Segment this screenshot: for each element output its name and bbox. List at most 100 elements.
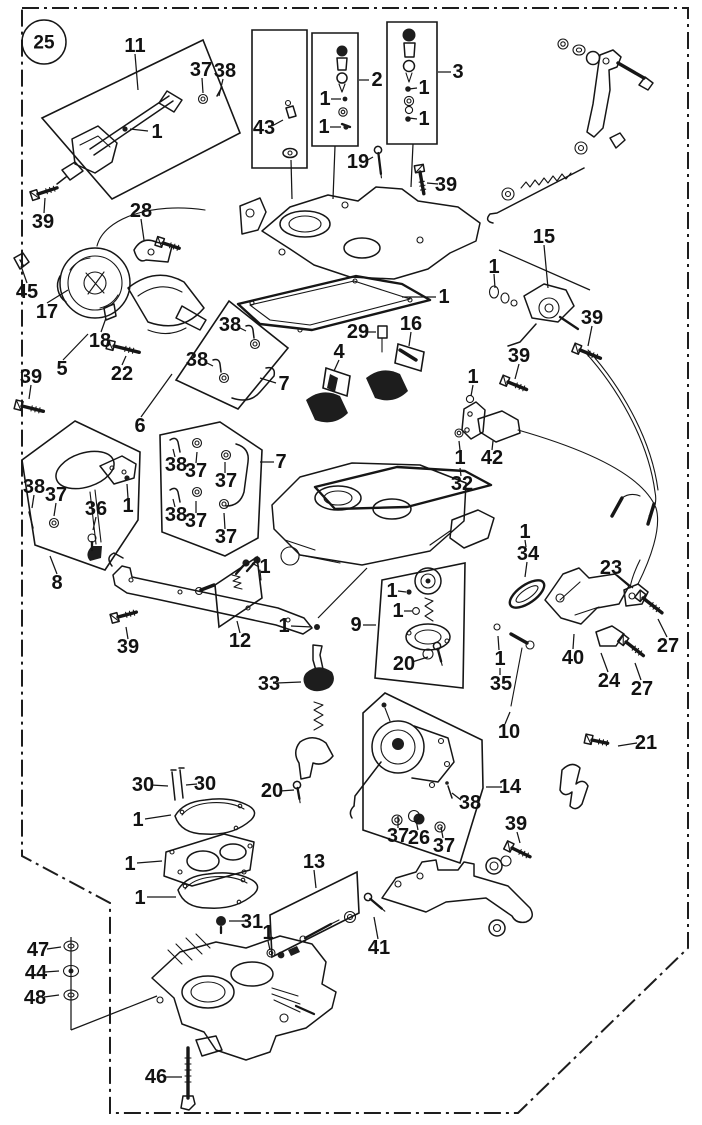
part-number-label: 39 — [32, 211, 54, 233]
part-number-label: 39 — [20, 366, 42, 388]
part-number-label: 3 — [452, 61, 463, 83]
part-number-label: 37 — [185, 510, 207, 532]
screw-icon — [363, 892, 386, 912]
leader-line — [290, 625, 313, 628]
leader-line — [121, 355, 127, 366]
part-number-label: 10 — [498, 721, 520, 743]
rod-kit-a-sketch — [212, 324, 276, 401]
leader-line — [617, 742, 638, 747]
connector-line — [317, 567, 368, 619]
part-number-label: 34 — [517, 543, 540, 565]
part-number-label: 46 — [145, 1066, 167, 1088]
part-number-label: 39 — [117, 636, 139, 658]
leader-line — [616, 574, 634, 589]
leader-line — [408, 117, 418, 120]
leader-line — [600, 652, 609, 673]
leader-line — [470, 384, 474, 397]
part-number-label: 28 — [130, 200, 152, 222]
part-number-label: 30 — [132, 774, 154, 796]
bolt-icon — [502, 840, 532, 859]
leader-line — [201, 77, 204, 94]
part-group-box-14 — [362, 692, 484, 865]
part-group-box-3 — [386, 21, 438, 145]
part-number-label: 23 — [600, 557, 622, 579]
part-group-box-43 — [251, 29, 308, 169]
leader-line — [46, 946, 62, 950]
part-number-label: 15 — [533, 226, 555, 248]
leader-line — [271, 119, 284, 127]
cable-bracket-sketch — [493, 567, 649, 707]
part-number-label: 31 — [241, 911, 263, 933]
cable-stay-bracket-sketch — [381, 859, 533, 937]
part-number-label: 1 — [151, 121, 162, 143]
leader-line — [172, 448, 176, 458]
leader-line — [276, 681, 302, 684]
leader-line — [237, 326, 247, 332]
part-number-label: 44 — [25, 962, 48, 984]
part-number-label: 45 — [16, 281, 38, 303]
diaphragm-kit-sketch — [349, 702, 455, 833]
part-number-label: 38 — [23, 476, 45, 498]
connector-line — [70, 995, 158, 1031]
bolt-icon — [109, 609, 139, 624]
part-number-label: 17 — [36, 301, 58, 323]
part-number-label: 39 — [435, 174, 457, 196]
part-number-label: 1 — [386, 580, 397, 602]
part-number-label: 22 — [111, 363, 133, 385]
part-number-label: 38 — [214, 60, 236, 82]
rod-kit-b-sketch — [169, 437, 249, 510]
part-number-label: 30 — [194, 773, 216, 795]
part-number-label: 24 — [598, 670, 621, 692]
part-number-label: 38 — [186, 349, 208, 371]
leader-line — [251, 562, 260, 568]
screw-icon — [373, 145, 383, 179]
part-number-label: 39 — [505, 813, 527, 835]
leader-line — [451, 792, 462, 801]
part-number-label: 21 — [635, 732, 657, 754]
part-number-label: 37 — [45, 484, 67, 506]
throttle-body-sketch — [62, 933, 337, 1111]
gasket-set-sketch — [163, 767, 259, 909]
part-number-label: 48 — [24, 987, 46, 1009]
part-number-label: 38 — [165, 504, 187, 526]
leader-line — [504, 711, 511, 725]
connector-line — [410, 143, 414, 188]
leader-line — [411, 656, 429, 663]
throttle-cable-sketch — [584, 349, 659, 589]
part-number-label: 20 — [393, 653, 415, 675]
part-number-label: 37 — [185, 460, 207, 482]
leader-line — [49, 555, 58, 575]
part-number-label: 37 — [387, 825, 409, 847]
connector-line — [498, 249, 591, 291]
part-number-label: 38 — [459, 792, 481, 814]
part-number-label: 1 — [278, 615, 289, 637]
leader-line — [516, 831, 521, 844]
leader-line — [44, 970, 60, 973]
leader-line — [497, 635, 500, 651]
leader-line — [172, 498, 176, 508]
part-number-label: 37 — [215, 470, 237, 492]
leader-line — [31, 494, 35, 509]
part-number-label: 27 — [631, 678, 653, 700]
part-number-label: 1 — [122, 495, 133, 517]
part-group-box-9 — [374, 562, 466, 689]
leader-line — [28, 384, 32, 400]
float-and-jet-sketch — [306, 325, 418, 423]
part-number-label: 1 — [494, 648, 505, 670]
pump-kit-sketch — [405, 567, 451, 660]
bolt-icon — [29, 185, 59, 202]
leader-line — [144, 814, 172, 820]
bolt-icon — [583, 733, 610, 747]
bolt-icon — [499, 374, 529, 392]
solenoid-valve-sketch — [488, 283, 580, 347]
part-number-label: 14 — [499, 776, 522, 798]
part-group-box-12 — [214, 555, 263, 629]
bolt-icon — [571, 342, 603, 360]
bolt-icon — [13, 399, 46, 414]
leader-line — [223, 512, 226, 530]
part-number-label: 27 — [657, 635, 679, 657]
leader-line — [46, 289, 69, 304]
part-number-label: 29 — [347, 321, 369, 343]
needle-kit-sketch — [216, 910, 357, 959]
leader-line — [100, 317, 107, 333]
